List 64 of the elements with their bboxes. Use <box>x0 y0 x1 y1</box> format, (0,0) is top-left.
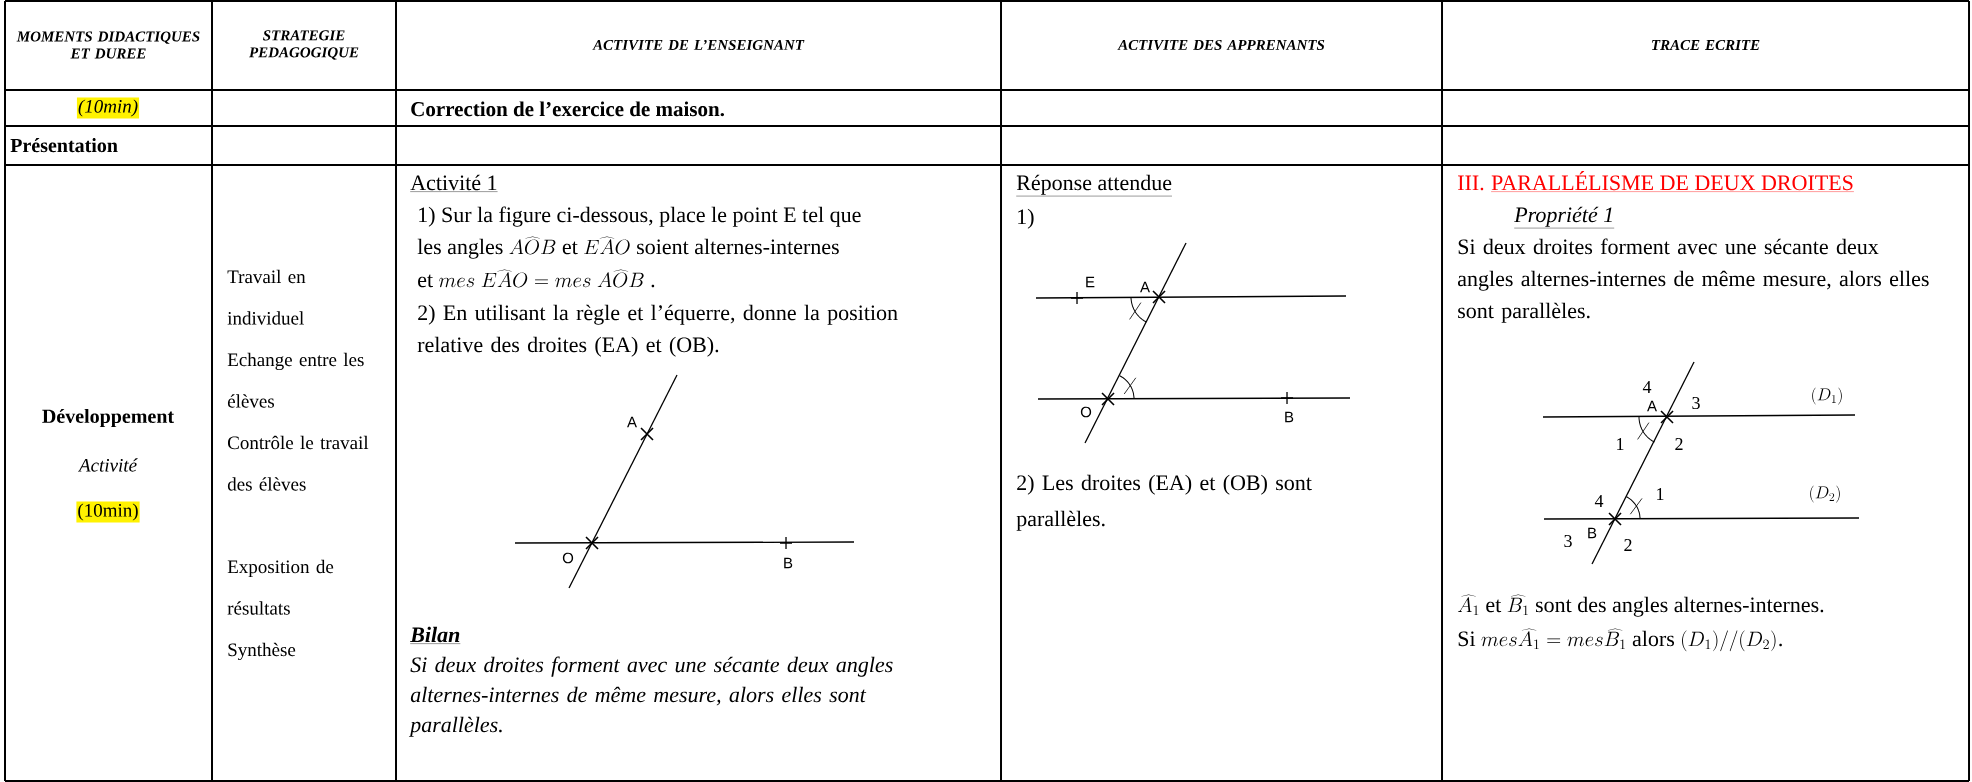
instruction-text: soient alternes-internes <box>637 238 839 255</box>
point-label: A <box>1140 281 1150 293</box>
conclusion-text: sont des angles alternes-internes. <box>1535 596 1824 617</box>
angle-number: 3 <box>1692 396 1700 410</box>
column-header: TRACE ECRITE <box>1652 39 1760 51</box>
cell-text: Correction de l’exercice de maison. <box>411 101 724 117</box>
point-label: B <box>1588 527 1597 539</box>
point-label: A <box>1647 400 1657 412</box>
phase-label: Activité <box>77 458 138 472</box>
instruction-text: et <box>562 241 578 255</box>
angle-number: 4 <box>1642 381 1652 393</box>
point-label: B <box>784 557 793 569</box>
point-label: O <box>1080 406 1092 418</box>
strategy-item: Synthèse <box>228 642 296 661</box>
point-label: B <box>1285 411 1294 423</box>
instruction-text: 2) En utilisant la règle et l’équerre, donne la position relative des droites (EA) et (OB). <box>417 304 898 357</box>
duration-label: (10min) <box>76 501 140 523</box>
line-label: $(D_1)$ <box>1812 387 1842 405</box>
line-label: $(D_2)$ <box>1810 485 1840 503</box>
angle-formula: $\widehat{AOB}$ <box>509 236 556 255</box>
answer-text: 1) <box>1018 208 1034 229</box>
angle-number: 2 <box>1675 438 1683 450</box>
conclusion-text: Si <box>1458 631 1476 647</box>
bilan-heading: Bilan <box>410 626 461 644</box>
activity-heading: Activité 1 <box>410 174 498 192</box>
angle-number: 1 <box>1657 488 1664 500</box>
conclusion-text: alors <box>1632 630 1675 647</box>
conclusion-text: . <box>1779 643 1782 647</box>
phase-label: Développement <box>42 408 174 428</box>
answer-heading: Réponse attendue <box>1016 174 1173 197</box>
angle-formula: $\widehat{B_1}$ <box>1507 594 1528 616</box>
property-text: Si deux droites forment avec une sécante deux angles alternes-internes de même mesure, alors elles sont parallèles. <box>1458 238 1929 323</box>
section-heading: PARALLÉLISME DE DEUX DROITES <box>1490 171 1855 192</box>
angle-formula: $\widehat{EAO}$ <box>584 236 630 255</box>
angle-formula: $mes\ \widehat{EAO} = mes\ \widehat{AOB}$ <box>439 269 644 288</box>
strategy-item: Travail en individuel <box>227 269 306 325</box>
angle-number: 2 <box>1624 539 1632 551</box>
bilan-text: Si deux droites forment avec une sécante deux angles alternes-internes de même mesure, alors elles sont parallèles. <box>408 656 893 737</box>
angle-number: 4 <box>1594 495 1604 507</box>
column-header: ACTIVITE DE L’ENSEIGNANT <box>592 39 805 51</box>
column-header: ACTIVITE DES APPRENANTS <box>1117 39 1325 51</box>
point-label: A <box>627 416 637 428</box>
strategy-item: Exposition de résultats <box>227 559 334 615</box>
point-label: O <box>562 552 574 564</box>
angle-number: 1 <box>1617 438 1624 450</box>
column-header: STRATEGIE PEDAGOGIQUE <box>249 30 359 60</box>
angle-formula: $mes\widehat{A_1} = mes\widehat{B_1}$ <box>1481 628 1625 650</box>
point-label: E <box>1086 276 1095 288</box>
section-heading: III. <box>1458 175 1484 191</box>
angle-formula: $\widehat{A_1}$ <box>1457 594 1479 616</box>
cell-text: Présentation <box>10 138 118 153</box>
conclusion-text: et <box>1486 599 1502 613</box>
property-heading: Propriété 1 <box>1514 206 1615 229</box>
parallel-formula: $(D_1)//(D_2)$ <box>1682 630 1776 652</box>
column-header: MOMENTS DIDACTIQUES ET DUREE <box>16 31 200 59</box>
angle-number: 3 <box>1564 534 1572 548</box>
strategy-item: Contrôle le travail des élèves <box>227 435 369 491</box>
strategy-item: Echange entre les élèves <box>227 352 364 408</box>
instruction-text: . <box>651 284 655 288</box>
duration-label: (10min) <box>76 97 140 119</box>
answer-text: 2) Les droites (EA) et (OB) sont parallèles. <box>1016 474 1312 531</box>
instruction-text: les angles <box>417 238 503 259</box>
instruction-text: 1) Sur la figure ci-dessous, place le point E tel que <box>419 206 861 227</box>
instruction-text: et <box>418 274 433 288</box>
